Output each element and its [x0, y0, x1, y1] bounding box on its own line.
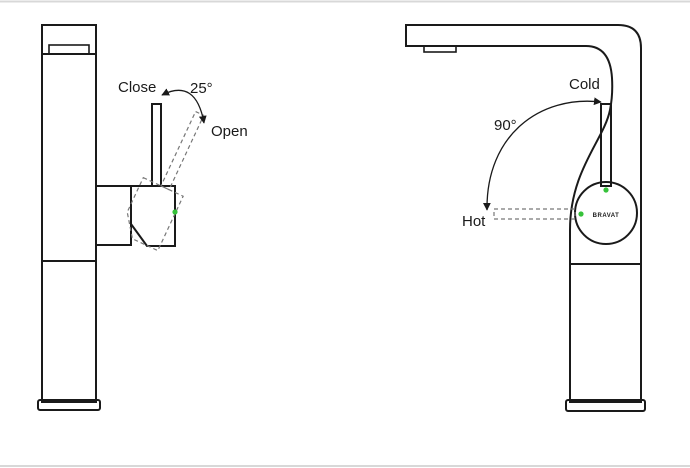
label-front-angle: 90° — [494, 117, 517, 134]
side-handle-open — [160, 110, 205, 191]
front-brand-logo: BRAVAT — [593, 213, 620, 219]
side-handle-closed — [151, 103, 162, 187]
front-rotation-arrow — [483, 97, 602, 211]
front-indicator-left — [578, 211, 584, 217]
side-cartridge-open — [126, 176, 184, 252]
front-lower-body — [569, 264, 642, 403]
front-handle-hot-ghost — [493, 208, 576, 220]
front-view-faucet — [405, 24, 646, 412]
label-side-angle: 25° — [190, 80, 213, 97]
label-hot: Hot — [462, 213, 486, 230]
front-spout — [405, 24, 642, 265]
side-view-faucet — [37, 24, 176, 411]
label-close: Close — [118, 79, 156, 96]
side-aerator — [48, 44, 90, 55]
front-base — [565, 399, 646, 412]
label-open: Open — [211, 123, 248, 140]
label-cold: Cold — [569, 76, 600, 93]
side-indicator-dot — [172, 209, 178, 215]
side-handle-open-ghost — [126, 110, 205, 252]
side-cartridge — [130, 185, 176, 247]
side-body — [41, 53, 97, 403]
side-mixer-housing — [95, 185, 132, 246]
side-rotation-arrow — [161, 88, 207, 124]
side-base — [37, 399, 101, 411]
side-top-cap — [41, 24, 97, 55]
front-aerator — [423, 45, 457, 53]
front-indicator-top — [603, 187, 609, 193]
front-handle — [600, 103, 612, 187]
